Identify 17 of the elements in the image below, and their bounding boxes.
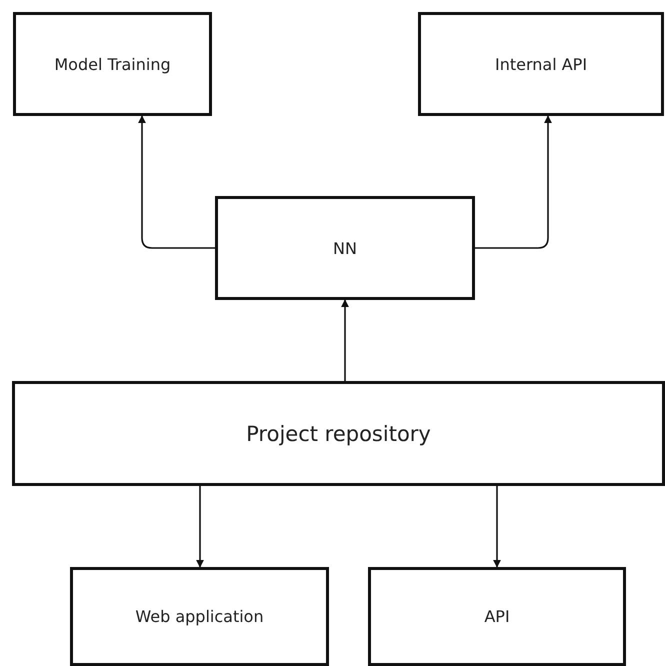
arrow: [341, 299, 349, 381]
arrow: [138, 115, 215, 249]
box-label: Model Training: [54, 54, 171, 74]
arrow: [475, 115, 552, 249]
process-box: [13, 12, 212, 116]
box-label: NN: [333, 238, 357, 258]
process-box: [368, 567, 626, 666]
box-label: Web application: [135, 607, 264, 626]
box-label: API: [484, 607, 510, 626]
arrow: [196, 486, 204, 568]
process-box: [215, 196, 475, 300]
box-label: Project repository: [246, 422, 431, 446]
box-label: Internal API: [494, 54, 588, 74]
arrow: [493, 486, 501, 568]
process-box: [418, 12, 664, 116]
process-box: [70, 567, 329, 666]
process-box: [12, 381, 665, 486]
